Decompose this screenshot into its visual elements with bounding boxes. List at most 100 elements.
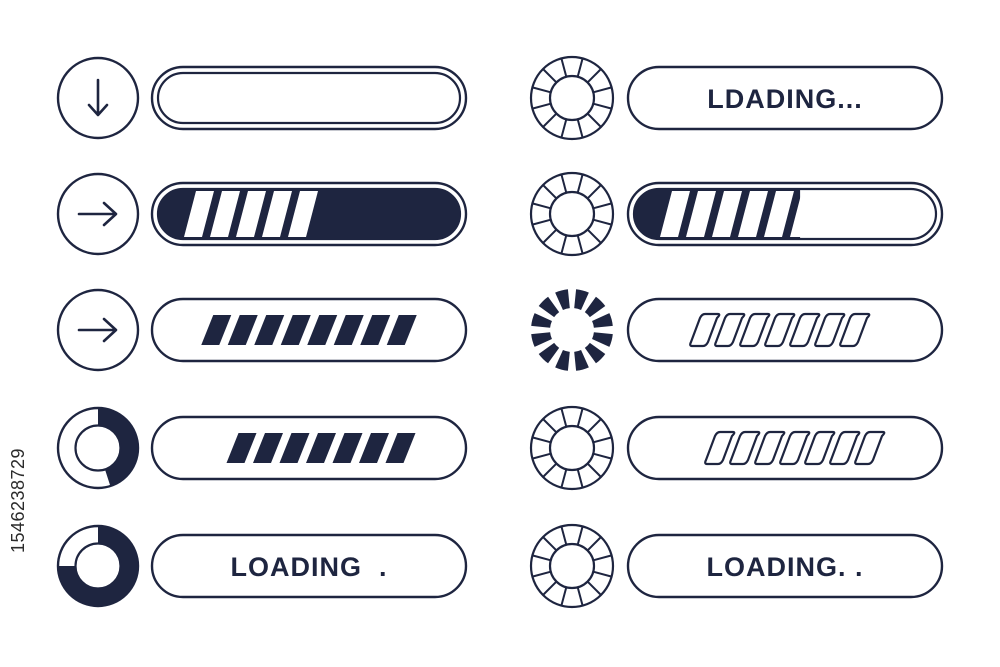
ring-outer: [56, 524, 140, 608]
wheel-spoke: [576, 468, 584, 488]
loading-bar: [150, 415, 468, 481]
wheel-spoke: [542, 580, 558, 596]
stripe: [201, 315, 232, 345]
ring-progress-icon: [56, 406, 140, 490]
stripe: [254, 315, 285, 345]
bar-outline: [150, 181, 468, 247]
stripe: [804, 430, 836, 466]
wheel-spoke: [592, 202, 612, 210]
wheel-spoke: [576, 586, 584, 606]
loading-bar: [150, 65, 468, 131]
wheel-spoke: [532, 554, 552, 562]
arrow-shape: [77, 201, 118, 227]
wheel-inner: [548, 542, 596, 590]
wheel-spoke: [542, 68, 558, 84]
stripe: [764, 312, 796, 348]
wheel-outer: [529, 405, 615, 491]
bar-outline: [626, 415, 944, 481]
wheel-spoke: [592, 554, 612, 562]
stripe: [738, 191, 768, 237]
wheel-spoke: [560, 408, 568, 428]
bar-loading-text: LDADING...: [707, 84, 863, 114]
stripe: [360, 315, 391, 345]
icon-circle: [56, 288, 140, 372]
bar-outline: [150, 415, 468, 481]
stripe: [386, 315, 417, 345]
wheel-inner: [548, 190, 596, 238]
stripe: [712, 191, 742, 237]
segmented-wheel-icon: [529, 405, 615, 491]
stripe: [790, 191, 820, 237]
bar-inner-outline: [156, 71, 462, 125]
bar-loading-text: LOADING. .: [707, 552, 864, 582]
stripe: [306, 433, 336, 463]
arrow-right-icon: [56, 172, 140, 256]
wheel-inner: [548, 424, 596, 472]
stripe: [704, 430, 736, 466]
wheel-spoke: [592, 218, 612, 226]
segmented-wheel-icon: [529, 55, 615, 141]
wheel-spoke: [586, 112, 602, 128]
stripe: [660, 191, 690, 237]
wheel-spoke: [560, 174, 568, 194]
wheel-spoke: [576, 174, 584, 194]
bar-outline: [626, 181, 944, 247]
stripe: [854, 430, 886, 466]
wheel-spoke: [542, 228, 558, 244]
wheel-spoke: [532, 86, 552, 94]
loading-bar: [626, 181, 944, 247]
wheel-segment: [574, 350, 589, 371]
stripe: [307, 315, 338, 345]
wheel-spoke: [542, 184, 558, 200]
stripe: [184, 191, 214, 237]
wheel-segment: [584, 296, 606, 318]
loading-bar: [626, 297, 944, 363]
stripe: [829, 430, 861, 466]
loading-bar: [626, 415, 944, 481]
wheel-inner: [548, 74, 596, 122]
wheel-spoke: [586, 536, 602, 552]
stripe: [359, 433, 389, 463]
segmented-wheel-filled-icon: [531, 289, 613, 371]
wheel-spoke: [560, 58, 568, 78]
stripe: [789, 312, 821, 348]
wheel-segment: [574, 289, 589, 310]
arrow-shape: [87, 78, 109, 117]
arrow-down-icon: [56, 56, 140, 140]
stripe: [210, 191, 240, 237]
wheel-spoke: [586, 580, 602, 596]
icon-circle: [56, 172, 140, 256]
loading-bar: LOADING .: [150, 533, 468, 599]
bar-stripes: [184, 191, 318, 237]
wheel-segment: [531, 332, 552, 347]
wheel-spoke: [542, 536, 558, 552]
wheel-spoke: [586, 228, 602, 244]
wheel-spoke: [576, 408, 584, 428]
wheel-spoke: [532, 218, 552, 226]
stripe: [288, 191, 318, 237]
stripe: [236, 191, 266, 237]
ring-inner: [74, 424, 122, 472]
wheel-spoke: [532, 102, 552, 110]
stripe: [686, 191, 716, 237]
segmented-wheel-icon: [529, 523, 615, 609]
stripe: [333, 315, 364, 345]
wheel-segment: [555, 350, 570, 371]
wheel-spoke: [592, 86, 612, 94]
wheel-spoke: [532, 202, 552, 210]
bar-outline: [150, 297, 468, 363]
stripe: [226, 433, 257, 463]
wheel-spoke: [586, 68, 602, 84]
arrow-right-icon: [56, 288, 140, 372]
stripe: [689, 312, 721, 348]
stripe: [764, 191, 794, 237]
loading-bar: [150, 181, 468, 247]
stripe: [754, 430, 786, 466]
bar-outline: [626, 65, 944, 131]
wheel-segment: [538, 296, 560, 318]
stripe: [729, 430, 761, 466]
wheel-spoke: [542, 462, 558, 478]
ring-progress-arc: [58, 526, 138, 606]
stripe: [739, 312, 771, 348]
